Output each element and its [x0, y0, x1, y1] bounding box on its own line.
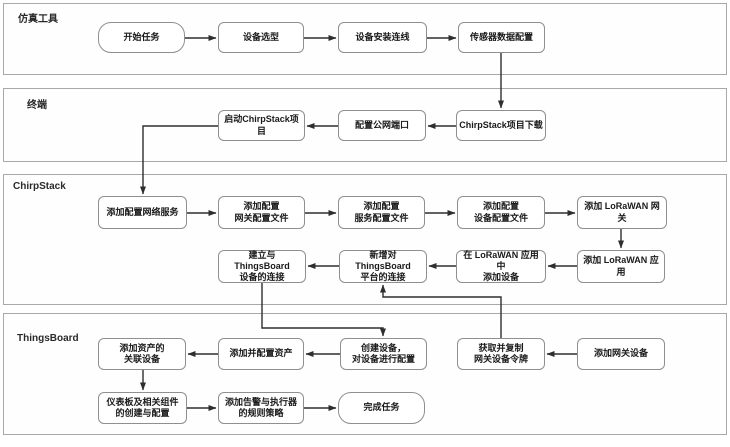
- flow-arrow: [261, 283, 386, 337]
- node-add-lorawan-application: 添加 LoRaWAN 应用: [577, 250, 665, 283]
- node-add-service-profile: 添加配置 服务配置文件: [338, 196, 425, 229]
- node-add-gateway-profile: 添加配置 网关配置文件: [218, 196, 305, 229]
- node-add-thingsboard-platform-connection: 新增对ThingsBoard 平台的连接: [339, 250, 427, 283]
- node-start-task: 开始任务: [98, 22, 185, 53]
- node-device-install-wiring: 设备安装连线: [338, 22, 427, 53]
- node-add-device-in-lorawan-app: 在 LoRaWAN 应用中 添加设备: [456, 250, 546, 283]
- lane-label-terminal: 终端: [27, 100, 47, 111]
- node-add-configure-asset: 添加并配置资产: [218, 338, 304, 370]
- node-create-device-configure: 创建设备， 对设备进行配置: [340, 338, 427, 370]
- node-add-network-server: 添加配置网络服务: [98, 196, 187, 229]
- node-chirpstack-download: ChirpStack项目下载: [456, 110, 546, 141]
- node-add-device-profile: 添加配置 设备配置文件: [457, 196, 545, 229]
- lane-chirpstack: [3, 174, 727, 305]
- node-add-alarm-actuator-rules: 添加告警与执行器 的规则策略: [218, 392, 304, 424]
- flow-arrow: [140, 125, 218, 195]
- lane-label-chirpstack: ChirpStack: [13, 181, 66, 192]
- node-add-lorawan-gateway: 添加 LoRaWAN 网关: [577, 196, 667, 229]
- node-get-copy-gateway-token: 获取并复制 网关设备令牌: [457, 338, 545, 370]
- lane-label-simulation-tools: 仿真工具: [18, 14, 58, 25]
- node-establish-thingsboard-device-connection: 建立与ThingsBoard 设备的连接: [218, 250, 306, 283]
- lane-label-thingsboard: ThingsBoard: [17, 333, 79, 344]
- node-configure-public-port: 配置公网端口: [338, 110, 426, 141]
- flow-arrow: [380, 284, 502, 338]
- node-sensor-data-config: 传感器数据配置: [458, 22, 545, 53]
- node-add-asset-related-devices: 添加资产的 关联设备: [98, 338, 186, 370]
- node-dashboard-components-creation: 仪表板及相关组件 的创建与配置: [98, 392, 187, 424]
- node-start-chirpstack-project: 启动ChirpStack项目: [218, 110, 305, 141]
- node-finish-task: 完成任务: [338, 392, 425, 424]
- node-add-gateway-device: 添加网关设备: [577, 338, 665, 370]
- node-device-selection: 设备选型: [218, 22, 304, 53]
